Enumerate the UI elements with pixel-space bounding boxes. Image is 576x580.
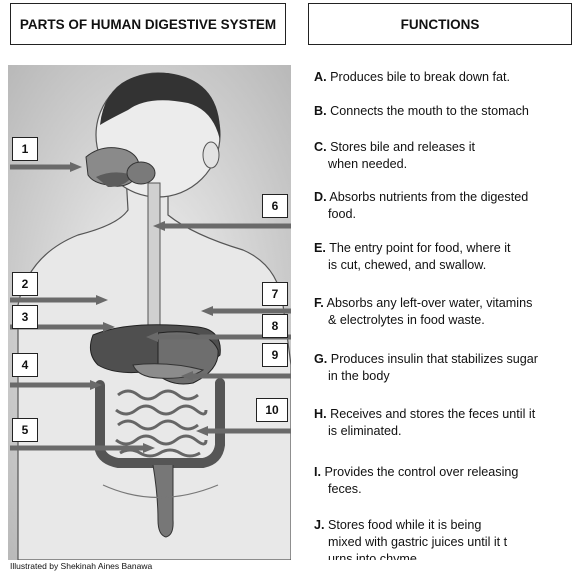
function-d: D. Absorbs nutrients from the digested f… [314, 189, 569, 223]
function-h: H. Receives and stores the feces until i… [314, 406, 569, 440]
function-text-cont: in the body [328, 369, 390, 383]
function-f: F. Absorbs any left-over water, vitamins… [314, 295, 569, 329]
ear [202, 141, 220, 169]
function-text-cont: when needed. [328, 157, 408, 171]
label-7: 7 [262, 282, 288, 306]
function-letter: I. [314, 465, 321, 479]
parts-title: PARTS OF HUMAN DIGESTIVE SYSTEM [10, 3, 286, 45]
illustrator-credit: Illustrated by Shekinah Aines Banawa [10, 561, 153, 571]
rectum [152, 464, 174, 538]
function-letter: H. [314, 407, 327, 421]
label-2: 2 [12, 272, 38, 296]
function-letter: J. [314, 518, 325, 532]
function-text: Stores food while it is being [328, 518, 482, 532]
pointer-arrows [10, 162, 291, 453]
function-letter: E. [314, 241, 326, 255]
function-text: Stores bile and releases it [330, 140, 476, 154]
function-text: Connects the mouth to the stomach [330, 104, 529, 118]
function-text: Produces bile to break down fat. [330, 70, 511, 84]
function-text-cont: is cut, chewed, and swallow. [328, 258, 487, 272]
function-text: The entry point for food, where it [329, 241, 511, 255]
large-intestine [95, 378, 225, 468]
function-c: C. Stores bile and releases it when need… [314, 139, 569, 173]
digestive-system-illustration [8, 65, 291, 560]
label-6: 6 [262, 194, 288, 218]
salivary-gland [126, 161, 156, 185]
function-text: Provides the control over releasing [324, 465, 519, 479]
function-i: I. Provides the control over releasing f… [314, 464, 569, 498]
small-intestine [115, 389, 208, 458]
function-letter: G. [314, 352, 328, 366]
hair [100, 72, 221, 140]
function-text: Receives and stores the feces until it [330, 407, 536, 421]
function-text: Absorbs nutrients from the digested [329, 190, 529, 204]
function-letter: A. [314, 70, 327, 84]
function-letter: B. [314, 104, 327, 118]
label-8: 8 [262, 314, 288, 338]
pelvis-outline [102, 484, 219, 499]
label-1: 1 [12, 137, 38, 161]
function-e: E. The entry point for food, where it is… [314, 240, 569, 274]
function-a: A. Produces bile to break down fat. [314, 69, 569, 86]
function-j: J. Stores food while it is being mixed w… [314, 517, 569, 560]
function-text-cont: is eliminated. [328, 424, 402, 438]
tongue [96, 172, 133, 187]
function-text-cont: feces. [328, 482, 362, 496]
label-3: 3 [12, 305, 38, 329]
function-letter: D. [314, 190, 327, 204]
esophagus [147, 182, 161, 332]
function-text-cont: food. [328, 207, 357, 221]
function-b: B. Connects the mouth to the stomach [314, 103, 569, 120]
function-text-cont: urns into chyme. [328, 552, 421, 560]
function-letter: C. [314, 140, 327, 154]
label-9: 9 [262, 343, 288, 367]
function-text: Produces insulin that stabilizes sugar [330, 352, 539, 366]
function-text-cont: mixed with gastric juices until it t [328, 535, 508, 549]
label-5: 5 [12, 418, 38, 442]
label-10: 10 [256, 398, 288, 422]
function-g: G. Produces insulin that stabilizes suga… [314, 351, 569, 385]
function-text-cont: & electrolytes in food waste. [328, 313, 485, 327]
functions-title: FUNCTIONS [308, 3, 572, 45]
label-4: 4 [12, 353, 38, 377]
function-text: Absorbs any left-over water, vitamins [326, 296, 533, 310]
function-letter: F. [314, 296, 324, 310]
